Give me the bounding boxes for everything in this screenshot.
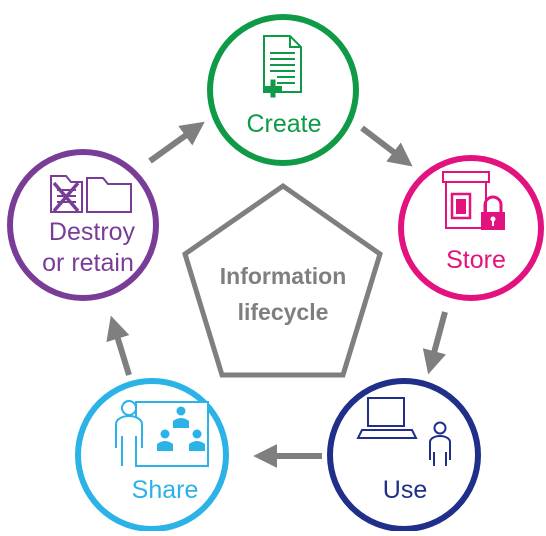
stage-share-label: Share xyxy=(132,476,199,504)
cycle-arrows xyxy=(106,121,448,468)
delete-folder-icon xyxy=(50,175,132,213)
stage-share: Share xyxy=(75,378,229,532)
stage-create: Create xyxy=(207,14,359,166)
document-plus-icon xyxy=(263,35,302,98)
stage-destroy: Destroy or retain xyxy=(7,149,159,301)
arrow-create-to-store xyxy=(360,125,413,167)
center-title-line1: Information xyxy=(220,263,347,289)
stage-destroy-label-line2: or retain xyxy=(42,249,134,277)
arrow-destroy-to-create xyxy=(148,121,205,164)
archive-lock-icon xyxy=(442,171,505,230)
stage-create-label: Create xyxy=(246,110,321,138)
stage-use: Use xyxy=(327,378,481,532)
stage-destroy-label-line1: Destroy xyxy=(49,218,136,246)
stage-store: Store xyxy=(398,155,544,301)
laptop-user-icon xyxy=(356,397,451,466)
stage-use-label: Use xyxy=(383,476,427,504)
center-title-line2: lifecycle xyxy=(238,299,329,325)
arrow-share-to-destroy xyxy=(106,315,132,376)
presentation-audience-icon xyxy=(115,400,209,467)
center-pentagon: Information lifecycle xyxy=(182,182,383,378)
arrow-store-to-use xyxy=(422,311,448,375)
stage-store-label: Store xyxy=(446,246,506,274)
